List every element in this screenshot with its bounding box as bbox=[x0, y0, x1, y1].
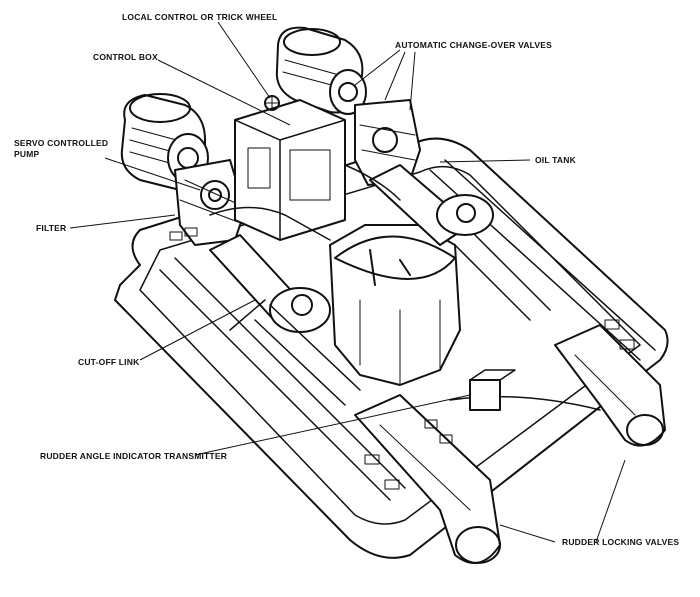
motor-right bbox=[275, 26, 367, 115]
piping bbox=[209, 164, 601, 411]
label-local-control: LOCAL CONTROL OR TRICK WHEEL bbox=[122, 12, 278, 22]
central-tank bbox=[329, 224, 461, 386]
label-servo-pump-line1: SERVO CONTROLLED bbox=[14, 138, 109, 148]
leader-lines bbox=[69, 21, 626, 543]
ram-cylinder-left bbox=[209, 234, 361, 406]
base-frame-inner bbox=[139, 166, 641, 525]
label-cutoff-link: CUT-OFF LINK bbox=[78, 357, 140, 367]
rudder-angle-transmitter bbox=[469, 369, 516, 411]
rail-left bbox=[159, 257, 406, 501]
front-cylinder-left bbox=[354, 394, 501, 564]
label-auto-valves: AUTOMATIC CHANGE-OVER VALVES bbox=[395, 40, 553, 50]
rail-right bbox=[429, 159, 656, 361]
trick-wheel bbox=[264, 95, 280, 111]
label-servo-pump-line2: PUMP bbox=[14, 149, 40, 159]
control-box bbox=[234, 99, 346, 241]
label-control-box: CONTROL BOX bbox=[93, 52, 158, 62]
label-rudder-angle: RUDDER ANGLE INDICATOR TRANSMITTER bbox=[40, 451, 228, 461]
label-rudder-locking: RUDDER LOCKING VALVES bbox=[562, 537, 680, 547]
frame-bolt-holes bbox=[169, 227, 635, 490]
label-oil-tank: OIL TANK bbox=[535, 155, 576, 165]
base-frame-outer bbox=[114, 137, 669, 559]
label-filter: FILTER bbox=[36, 223, 67, 233]
ram-cylinder-right bbox=[369, 164, 551, 321]
front-cylinder-right bbox=[554, 324, 666, 447]
